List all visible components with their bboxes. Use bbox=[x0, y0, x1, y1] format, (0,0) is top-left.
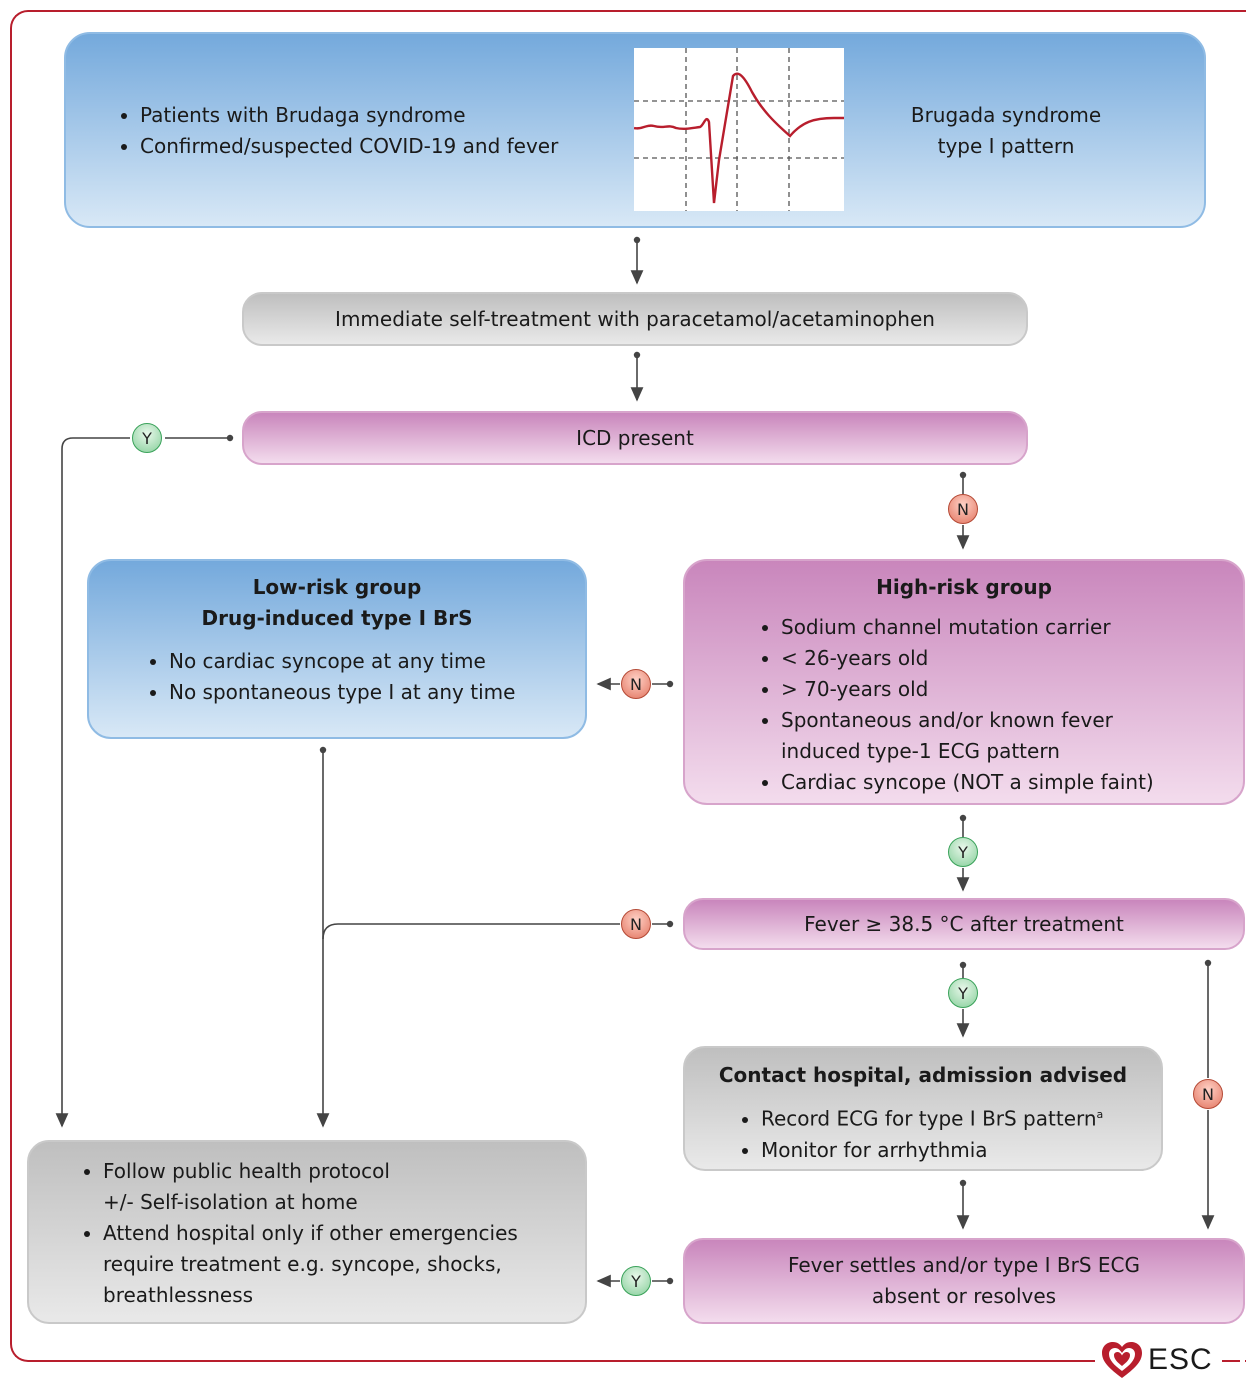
yes-badge: Y bbox=[948, 978, 978, 1008]
ecg-waveform bbox=[634, 72, 844, 204]
fever-text: Fever ≥ 38.5 °C after treatment bbox=[804, 912, 1124, 936]
fever-step: Fever ≥ 38.5 °C after treatment bbox=[683, 898, 1245, 950]
contact-hospital-item: Record ECG for type I BrS patterna bbox=[761, 1099, 1161, 1135]
no-badge: N bbox=[621, 909, 651, 939]
low-risk-item: No spontaneous type I at any time bbox=[169, 677, 585, 708]
icd-present-step: ICD present bbox=[242, 411, 1028, 465]
public-health-item: Follow public health protocol +/- Self-i… bbox=[103, 1156, 563, 1218]
low-risk-item: No cardiac syncope at any time bbox=[169, 646, 585, 677]
yes-badge: Y bbox=[621, 1266, 651, 1296]
contact-hospital-box: Contact hospital, admission advised Reco… bbox=[683, 1046, 1163, 1171]
esc-logo: ESC bbox=[1100, 1340, 1213, 1380]
criteria-item: Confirmed/suspected COVID-19 and fever bbox=[140, 131, 558, 162]
esc-logo-text: ESC bbox=[1148, 1343, 1213, 1376]
fever-settles-step: Fever settles and/or type I BrS ECG abse… bbox=[683, 1238, 1245, 1324]
low-risk-box: Low-risk group Drug-induced type I BrS N… bbox=[87, 559, 587, 739]
yes-badge: Y bbox=[948, 837, 978, 867]
ecg-trace-image bbox=[634, 48, 844, 211]
heart-icon bbox=[1102, 1342, 1142, 1378]
high-risk-box: High-risk group Sodium channel mutation … bbox=[683, 559, 1245, 805]
footnote-marker: a bbox=[1096, 1108, 1104, 1121]
high-risk-title: High-risk group bbox=[876, 575, 1052, 599]
public-health-list: Follow public health protocol +/- Self-i… bbox=[77, 1156, 563, 1311]
yes-badge: Y bbox=[132, 423, 162, 453]
high-risk-item: > 70-years old bbox=[781, 674, 1161, 705]
public-health-item: Attend hospital only if other emergencie… bbox=[103, 1218, 563, 1311]
contact-hospital-item: Monitor for arrhythmia bbox=[761, 1135, 1161, 1166]
high-risk-list: Sodium channel mutation carrier < 26-yea… bbox=[755, 612, 1161, 798]
icd-present-text: ICD present bbox=[576, 426, 694, 450]
diagram-frame bbox=[10, 10, 1246, 1362]
high-risk-item: Spontaneous and/or known fever induced t… bbox=[781, 705, 1161, 767]
low-risk-list: No cardiac syncope at any time No sponta… bbox=[143, 646, 585, 708]
self-treatment-step: Immediate self-treatment with paracetamo… bbox=[242, 292, 1028, 346]
ecg-pattern-label: Brugada syndrome type I pattern bbox=[910, 103, 1102, 158]
fever-settles-text: Fever settles and/or type I BrS ECG abse… bbox=[787, 1253, 1141, 1308]
patient-criteria-list: Patients with Brudaga syndrome Confirmed… bbox=[116, 100, 558, 162]
low-risk-title: Low-risk group Drug-induced type I BrS bbox=[201, 575, 473, 630]
high-risk-item: Sodium channel mutation carrier bbox=[781, 612, 1161, 643]
contact-hospital-list: Record ECG for type I BrS patterna Monit… bbox=[735, 1099, 1161, 1166]
no-badge: N bbox=[948, 494, 978, 524]
public-health-box: Follow public health protocol +/- Self-i… bbox=[27, 1140, 587, 1324]
contact-hospital-title: Contact hospital, admission advised bbox=[718, 1063, 1128, 1087]
high-risk-item: Cardiac syncope (NOT a simple faint) bbox=[781, 767, 1161, 798]
no-badge: N bbox=[621, 669, 651, 699]
no-badge: N bbox=[1193, 1079, 1223, 1109]
high-risk-item: < 26-years old bbox=[781, 643, 1161, 674]
criteria-item: Patients with Brudaga syndrome bbox=[140, 100, 558, 131]
frame-tail bbox=[1222, 1360, 1240, 1362]
self-treatment-text: Immediate self-treatment with paracetamo… bbox=[335, 307, 935, 331]
